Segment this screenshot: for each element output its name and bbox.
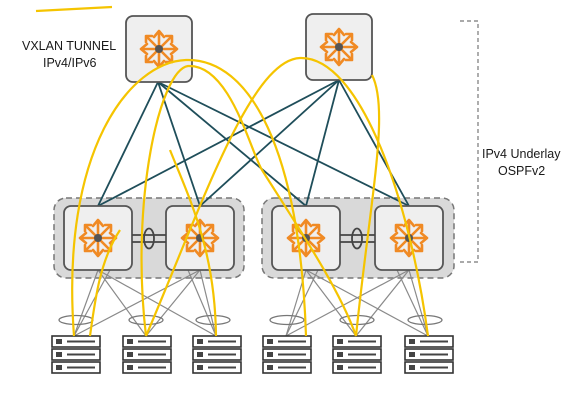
server-rack-icon bbox=[332, 335, 382, 374]
access-links bbox=[73, 269, 429, 337]
leaf-switch-1 bbox=[63, 205, 133, 271]
router-arrows-icon bbox=[78, 218, 118, 258]
underlay-bracket bbox=[460, 20, 479, 263]
underlay-protocol-label: OSPFv2 bbox=[498, 164, 545, 178]
vxlan-legend-swatch bbox=[35, 5, 113, 13]
server-rack-icon bbox=[122, 335, 172, 374]
isl-link-1 bbox=[132, 227, 166, 250]
spine-switch-1 bbox=[125, 15, 193, 83]
server-rack-icon bbox=[404, 335, 454, 374]
server-rack-icon bbox=[192, 335, 242, 374]
isl-link-2 bbox=[340, 227, 375, 250]
spine-switch-2 bbox=[305, 13, 373, 81]
server-lag-ellipses bbox=[58, 314, 443, 326]
server-rack-icon bbox=[51, 335, 101, 374]
underlay-label: IPv4 Underlay bbox=[482, 147, 561, 161]
legend-ip-label: IPv4/IPv6 bbox=[43, 56, 97, 70]
vxlan-tunnels bbox=[71, 56, 430, 337]
server-rack-icon bbox=[262, 335, 312, 374]
router-arrows-icon bbox=[319, 27, 359, 67]
underlay-links bbox=[97, 79, 410, 207]
legend-vxlan-label: VXLAN TUNNEL bbox=[22, 39, 116, 53]
